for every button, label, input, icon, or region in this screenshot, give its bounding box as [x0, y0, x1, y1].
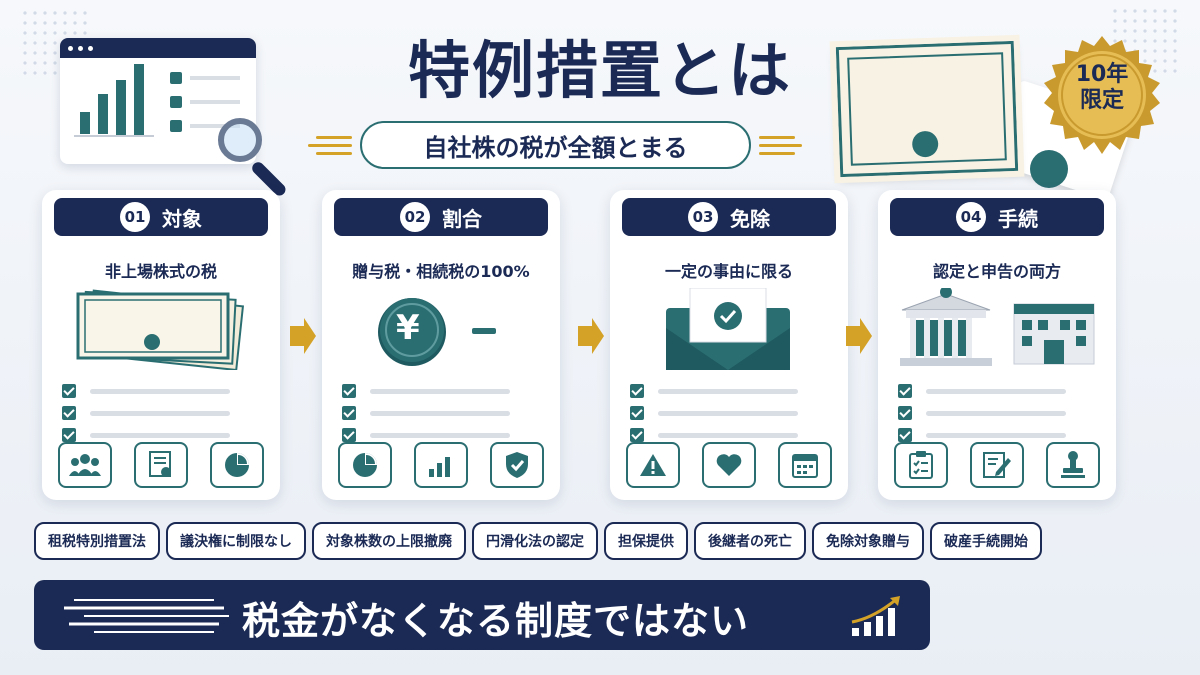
- certificate-illustration: [829, 34, 1025, 184]
- pie-chart-icon: [210, 442, 264, 488]
- government-buildings-illustration: [900, 288, 1095, 366]
- tag: 円滑化法の認定: [472, 522, 598, 560]
- card-description: 贈与税・相続税の100%: [352, 262, 530, 281]
- subtitle-row: 自社株の税が全額とまる: [300, 120, 810, 170]
- speed-lines-decoration: [64, 599, 229, 633]
- badge-line1: 10年: [1075, 62, 1129, 87]
- tag: 後継者の死亡: [694, 522, 806, 560]
- rising-chart-icon: [851, 596, 900, 636]
- arrow-right-icon: [846, 318, 872, 354]
- envelope-check-illustration: [666, 288, 790, 370]
- heart-icon: [702, 442, 756, 488]
- page-title: 特例措置とは: [407, 34, 792, 107]
- shield-check-icon: [490, 442, 544, 488]
- tag: 免除対象贈与: [812, 522, 924, 560]
- keyword-tags: 租税特別措置法 議決権に制限なし 対象株数の上限撤廃 円滑化法の認定 担保提供 …: [34, 522, 1144, 560]
- tag: 租税特別措置法: [34, 522, 160, 560]
- card-icons: [894, 442, 1100, 488]
- clipboard-icon: [894, 442, 948, 488]
- banner-text: 税金がなくなる制度ではない: [242, 599, 750, 643]
- card-icons: [58, 442, 264, 488]
- card-title: 免除: [730, 206, 770, 231]
- card-title: 割合: [442, 206, 482, 231]
- card-title: 手続: [998, 206, 1038, 231]
- certificate-icon: [134, 442, 188, 488]
- card-header: 02 割合: [334, 198, 548, 236]
- bottom-banner: 税金がなくなる制度ではない: [34, 580, 930, 650]
- card-header: 01 対象: [54, 198, 268, 236]
- card-number: 02: [400, 202, 430, 232]
- checklist: [898, 380, 1098, 446]
- decorative-lines-right: [759, 135, 802, 155]
- document-edit-icon: [970, 442, 1024, 488]
- tag: 議決権に制限なし: [166, 522, 306, 560]
- card-number: 01: [120, 202, 150, 232]
- card-description: 一定の事由に限る: [664, 262, 793, 281]
- wax-seal-icon: [1030, 150, 1068, 188]
- card-icons: [626, 442, 832, 488]
- checklist: [62, 380, 262, 446]
- card-header: 04 手続: [890, 198, 1104, 236]
- card-ratio: 02 割合 贈与税・相続税の100% ¥: [322, 190, 560, 500]
- tag: 対象株数の上限撤廃: [312, 522, 466, 560]
- calendar-icon: [778, 442, 832, 488]
- warning-icon: [626, 442, 680, 488]
- badge-line2: 限定: [1079, 88, 1124, 114]
- people-icon: [58, 442, 112, 488]
- card-header: 03 免除: [622, 198, 836, 236]
- magnifier-icon: [218, 118, 262, 162]
- arrow-right-icon: [290, 318, 316, 354]
- badge-label: 10年 限定: [1040, 62, 1164, 115]
- card-description: 認定と申告の両方: [932, 262, 1061, 281]
- card-number: 04: [956, 202, 986, 232]
- subtitle-pill: 自社株の税が全額とまる: [360, 121, 751, 169]
- card-description: 非上場株式の税: [104, 262, 217, 281]
- arrow-right-icon: [578, 318, 604, 354]
- pie-chart-icon: [338, 442, 392, 488]
- yen-coin-illustration: ¥: [322, 288, 560, 370]
- card-procedure: 04 手続 認定と申告の両方: [878, 190, 1116, 500]
- decorative-lines-left: [308, 135, 352, 155]
- card-icons: [338, 442, 544, 488]
- tag: 破産手続開始: [930, 522, 1042, 560]
- bar-chart-checklist-illustration: [74, 64, 240, 137]
- tag: 担保提供: [604, 522, 688, 560]
- checklist: [342, 380, 542, 446]
- gold-seal-badge: [1044, 36, 1160, 154]
- checklist: [630, 380, 830, 446]
- card-exemption: 03 免除 一定の事由に限る: [610, 190, 848, 500]
- stamp-icon: [1046, 442, 1100, 488]
- card-number: 03: [688, 202, 718, 232]
- card-target: 01 対象 非上場株式の税: [42, 190, 280, 500]
- card-title: 対象: [162, 206, 202, 231]
- yen-symbol: ¥: [396, 308, 420, 348]
- bar-chart-icon: [414, 442, 468, 488]
- stock-certificates-illustration: [76, 289, 245, 370]
